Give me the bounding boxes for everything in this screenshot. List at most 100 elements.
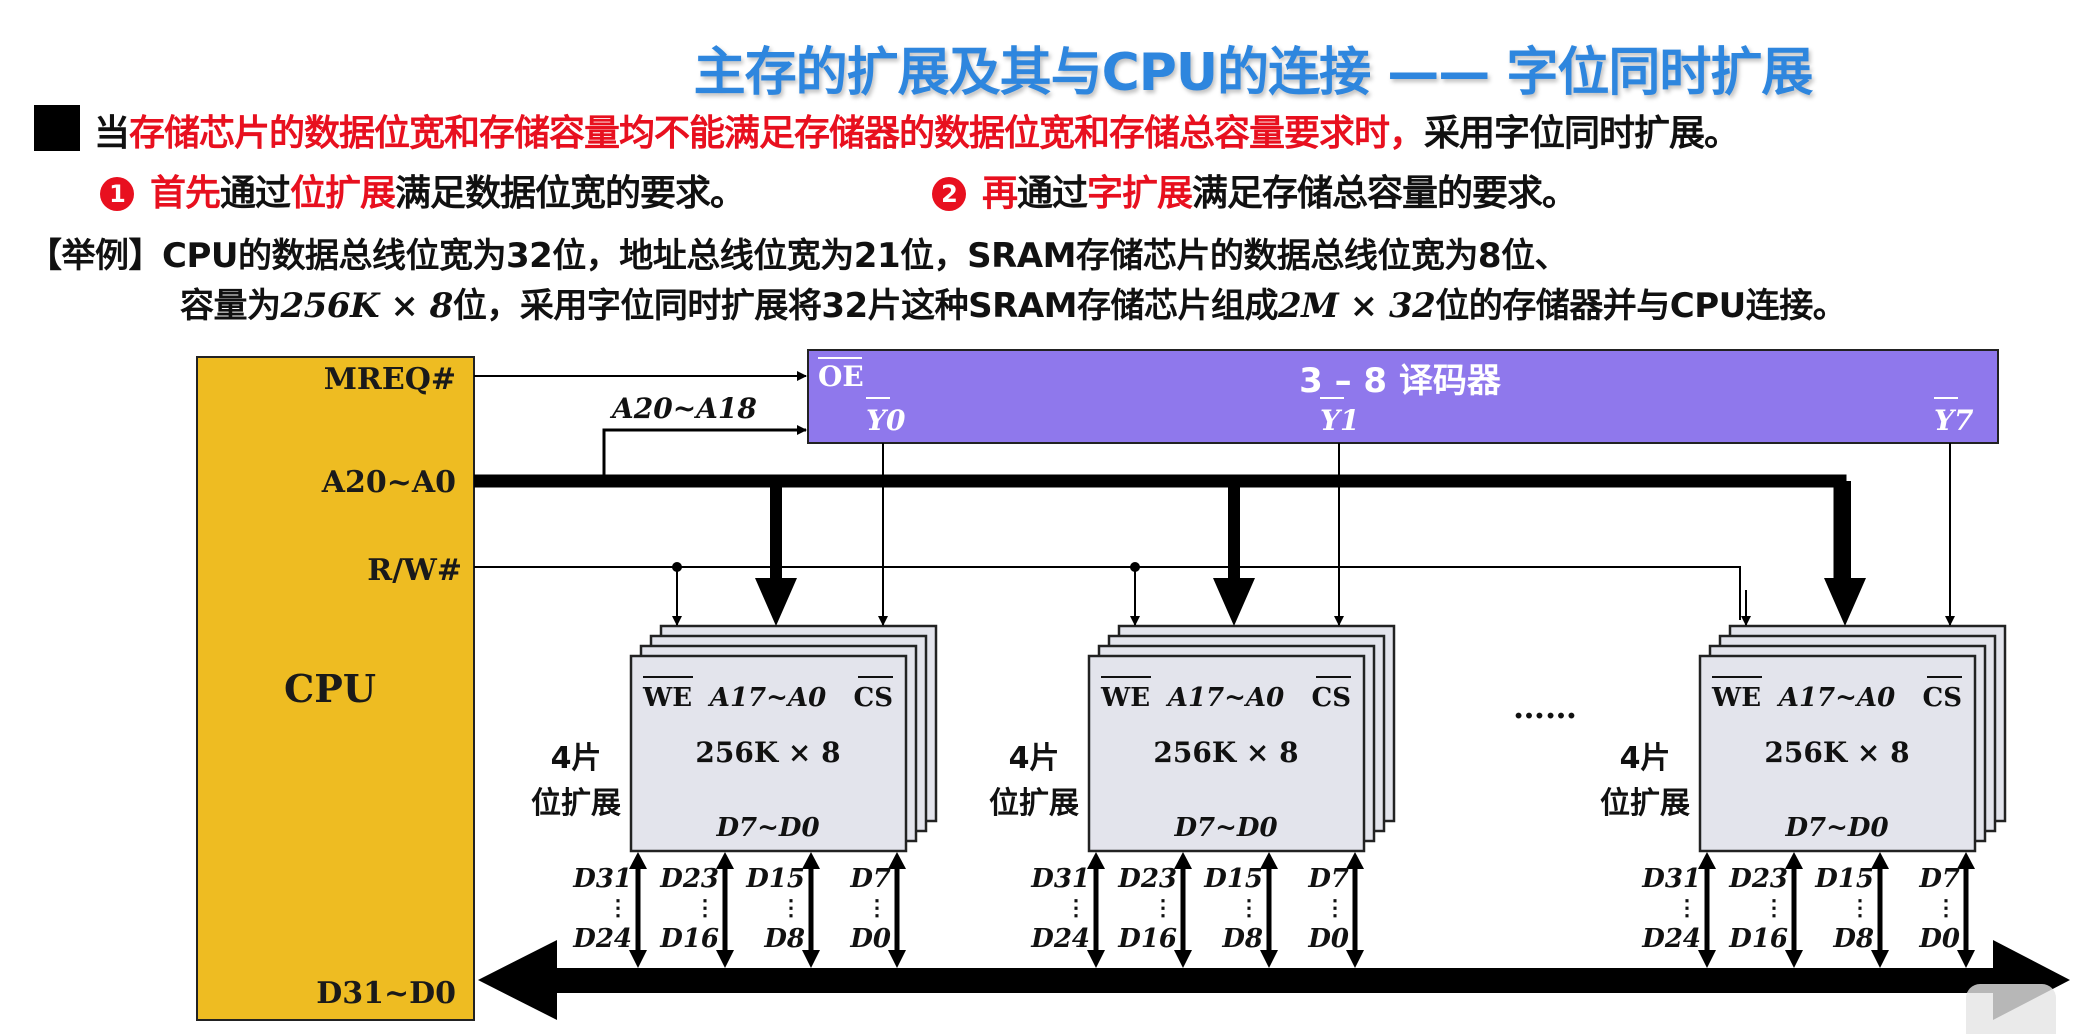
data-arrow-down <box>1785 950 1803 968</box>
pin-addr: A20~A0 <box>321 465 456 500</box>
vertical-ellipsis: ⋮ <box>1152 895 1174 921</box>
data-label-bottom: D24 <box>1641 924 1701 954</box>
decoder-box <box>807 349 1999 444</box>
vertical-ellipsis: ⋮ <box>1676 895 1698 921</box>
data-label-top: D23 <box>659 864 719 894</box>
data-label-top: D15 <box>1203 864 1263 894</box>
chip-we: WE <box>1711 683 1761 713</box>
data-arrow-down <box>1957 950 1975 968</box>
number-1-icon: 1 <box>100 177 134 211</box>
data-label-bottom: D16 <box>659 924 719 954</box>
title-text: 主存的扩展及其与CPU的连接 —— 字位同时扩展 <box>693 43 1814 103</box>
data-arrow-up <box>1260 852 1278 869</box>
data-arrow-down <box>1698 950 1716 968</box>
chip-addr: A17~A0 <box>707 683 826 713</box>
side-label-count: 4片 <box>551 741 602 776</box>
data-arrow-up <box>1785 852 1803 869</box>
data-arrow-down <box>629 950 647 968</box>
cpu-box <box>196 356 475 1021</box>
output-y1: Y1 <box>1320 404 1359 437</box>
chip-cs: CS <box>854 683 893 713</box>
data-label-top: D15 <box>745 864 805 894</box>
chip-addr: A17~A0 <box>1165 683 1284 713</box>
example-memory-capacity: 2M × 32 <box>1277 286 1436 326</box>
data-label-bottom: D0 <box>849 924 891 954</box>
intro-prefix: 当 <box>94 113 130 154</box>
chip-addr: A17~A0 <box>1776 683 1895 713</box>
side-label-type: 位扩展 <box>989 786 1079 821</box>
example-label: 【举例】 <box>28 236 163 276</box>
side-label-count: 4片 <box>1620 741 1671 776</box>
chip-data: D7~D0 <box>1784 813 1888 843</box>
cpu-label: CPU <box>284 666 376 711</box>
example-text-2e: 位的存储器并与CPU连接。 <box>1435 286 1847 326</box>
vertical-ellipsis: ⋮ <box>780 895 802 921</box>
data-arrow-up <box>1346 852 1364 869</box>
step-1-red2: 位扩展 <box>290 173 396 214</box>
data-arrow-up <box>1174 852 1192 869</box>
vertical-ellipsis: ⋮ <box>1238 895 1260 921</box>
pin-data: D31~D0 <box>316 976 456 1011</box>
data-label-top: D7 <box>849 864 891 894</box>
data-arrow-down <box>716 950 734 968</box>
bullet-square-icon <box>34 105 80 151</box>
address-bus <box>474 474 1847 590</box>
chip-capacity: 256K × 8 <box>1153 736 1298 769</box>
side-label-type: 位扩展 <box>531 786 621 821</box>
decoder-outputs: Y0 Y1 Y7 <box>866 397 1974 437</box>
pin-rw: R/W# <box>367 553 462 588</box>
data-arrow-down <box>1260 950 1278 968</box>
data-arrow-down <box>1174 950 1192 968</box>
data-arrow-down <box>888 950 906 968</box>
page-title: 主存的扩展及其与CPU的连接 —— 字位同时扩展 <box>0 30 2086 105</box>
data-arrow-up <box>802 852 820 869</box>
chip-cs: CS <box>1923 683 1962 713</box>
vertical-ellipsis: ⋮ <box>1935 895 1957 921</box>
sram-chip <box>629 654 908 853</box>
vertical-ellipsis: ⋮ <box>694 895 716 921</box>
data-arrow-down <box>1346 950 1364 968</box>
example-text-2a: 容量为 <box>180 286 281 326</box>
example-text-1: CPU的数据总线位宽为32位，地址总线位宽为21位，SRAM存储芯片的数据总线位… <box>162 236 1569 276</box>
data-arrow-up <box>716 852 734 869</box>
addr-branch <box>770 481 782 581</box>
data-label-bottom: D8 <box>763 924 805 954</box>
data-label-top: D7 <box>1918 864 1960 894</box>
output-y7: Y7 <box>1934 404 1974 437</box>
data-label-bottom: D16 <box>1728 924 1788 954</box>
data-arrow-down <box>1871 950 1889 968</box>
data-label-top: D31 <box>572 864 632 894</box>
vertical-ellipsis: ⋮ <box>1065 895 1087 921</box>
vertical-ellipsis: ⋮ <box>1849 895 1871 921</box>
addr-branch <box>1228 481 1240 581</box>
data-label-bottom: D0 <box>1918 924 1960 954</box>
data-arrow-up <box>1087 852 1105 869</box>
data-label-top: D23 <box>1728 864 1788 894</box>
example-line-1: 【举例】CPU的数据总线位宽为32位，地址总线位宽为21位，SRAM存储芯片的数… <box>28 228 1569 277</box>
side-label-type: 位扩展 <box>1600 786 1690 821</box>
data-label-bottom: D8 <box>1221 924 1263 954</box>
data-arrow-up <box>1698 852 1716 869</box>
data-label-bottom: D24 <box>572 924 632 954</box>
data-label-top: D23 <box>1117 864 1177 894</box>
decoder-input-line <box>602 425 807 481</box>
pin-mreq: MREQ# <box>324 362 456 397</box>
addr-arrow <box>755 578 797 626</box>
step-2-black1: 通过 <box>1017 173 1088 214</box>
example-text-2c: 位，采用字位同时扩展将32片这种SRAM存储芯片组成 <box>452 286 1279 326</box>
data-arrow-up <box>1871 852 1889 869</box>
step-2-red2: 字扩展 <box>1087 173 1193 214</box>
number-2-icon: 2 <box>932 177 966 211</box>
chip-capacity: 256K × 8 <box>695 736 840 769</box>
data-label-bottom: D8 <box>1832 924 1874 954</box>
data-label-top: D31 <box>1641 864 1701 894</box>
output-y0: Y0 <box>866 404 906 437</box>
intro-highlight: 存储芯片的数据位宽和存储容量均不能满足存储器的数据位宽和存储总容量要求时， <box>129 113 1425 154</box>
vertical-ellipsis: ⋮ <box>1763 895 1785 921</box>
ellipsis: …… <box>1513 688 1577 726</box>
intro-suffix: 采用字位同时扩展。 <box>1424 113 1740 154</box>
